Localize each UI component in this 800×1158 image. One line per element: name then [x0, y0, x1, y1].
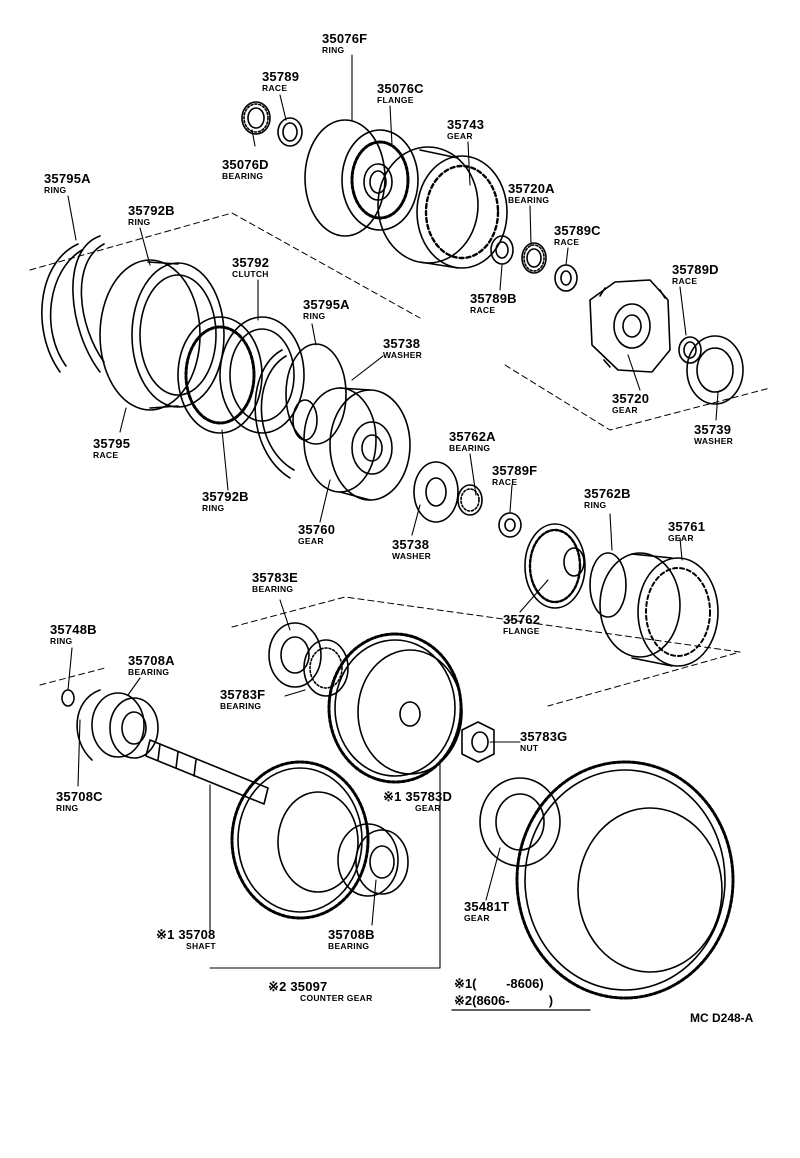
- race-35789C: [554, 264, 578, 292]
- nut-35783G: [461, 721, 495, 763]
- bearing-35708A: [91, 692, 159, 759]
- assembly-box-middle: [231, 596, 741, 707]
- bearing-35720A: [521, 242, 547, 274]
- legend-note-2: ※2(8606- ): [454, 993, 554, 1008]
- flange-35762: [524, 523, 586, 609]
- gear-35760: [303, 387, 411, 501]
- race-35789D: [678, 336, 702, 364]
- shaft-35708: [145, 739, 269, 805]
- bearing-35783F: [303, 639, 349, 697]
- race-35795: [99, 259, 225, 411]
- ring-35795A-outer: [41, 243, 83, 373]
- ring-35792B-lower: [254, 349, 295, 479]
- ring-35762B: [589, 552, 627, 618]
- race-35789: [277, 117, 303, 147]
- diagram-code: MC D248-A: [690, 1011, 754, 1025]
- gear-35481T: [479, 760, 735, 1000]
- ring-35076F: [304, 119, 386, 237]
- bearing-35708B: [337, 823, 409, 897]
- ring-35795A-inner: [285, 343, 347, 445]
- gear-35743: [377, 146, 508, 269]
- gear-35761: [599, 552, 719, 667]
- washer-35738-lower: [413, 461, 459, 523]
- washer-35738-upper: [292, 399, 318, 441]
- gear-35783D: [327, 632, 463, 784]
- washer-35739: [686, 335, 744, 405]
- ring-35708C: [76, 689, 101, 761]
- bearing-35783E: [268, 622, 322, 688]
- gear-35720: [589, 279, 671, 373]
- assembly-box-lower: [39, 667, 106, 686]
- race-35789B: [490, 235, 514, 265]
- legend-note-1: ※1( -8606): [454, 976, 544, 991]
- counter-gear-35097: [230, 760, 370, 920]
- assembly-box-upper: [29, 212, 771, 431]
- ring-35748B: [61, 689, 75, 707]
- leader-lines: [67, 54, 719, 969]
- clutch-35792: [177, 316, 305, 434]
- flange-35076C: [341, 129, 419, 231]
- bearing-35762A: [457, 484, 483, 516]
- race-35789F: [498, 512, 522, 538]
- bearing-35076D: [241, 101, 271, 135]
- ring-35792B-upper: [72, 235, 105, 373]
